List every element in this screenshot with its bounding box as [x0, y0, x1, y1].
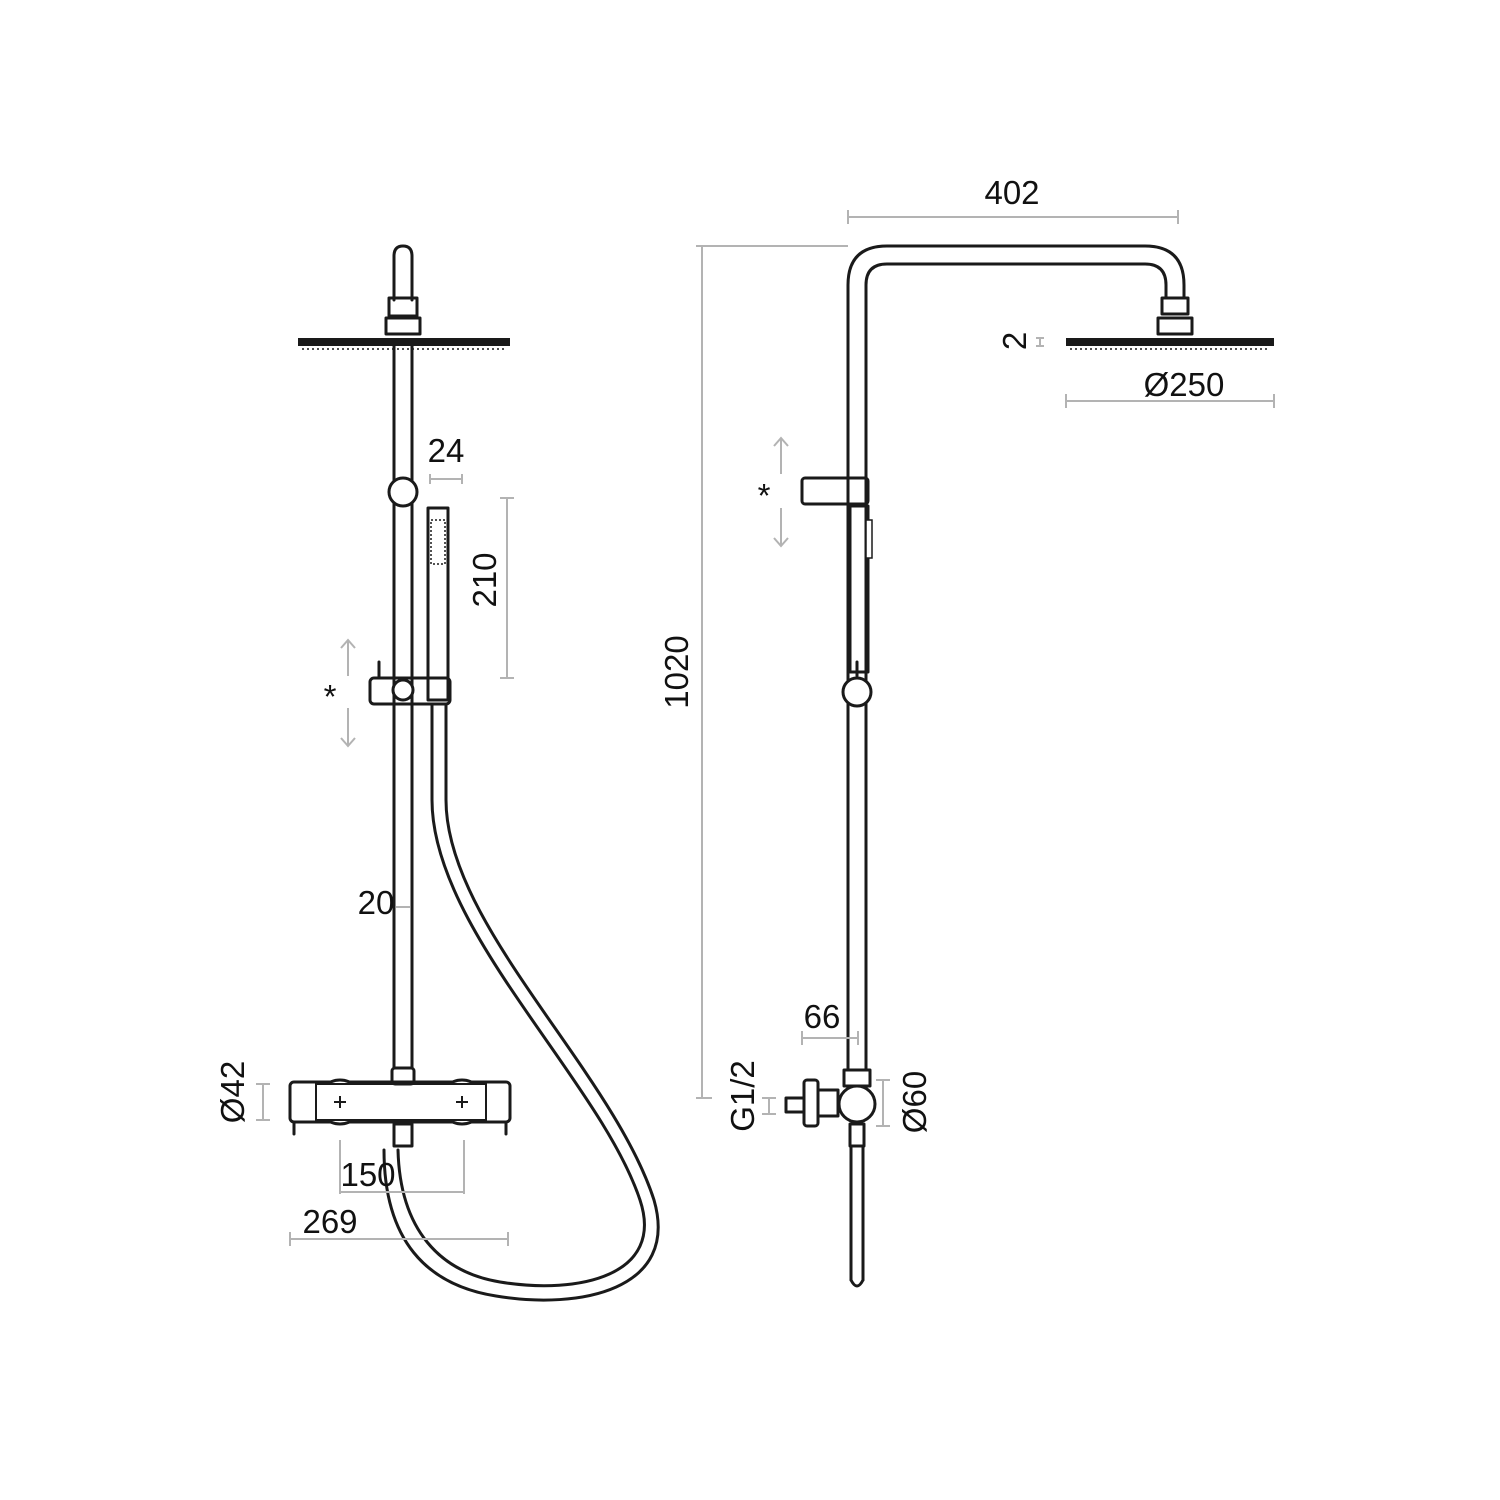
front-head-connector: [387, 296, 419, 318]
dim-centers-line: [339, 1140, 465, 1194]
dim-head-diameter-line: [1065, 394, 1275, 408]
front-rain-head: [298, 338, 510, 346]
dim-pipe-label: 20: [358, 884, 395, 921]
front-slider-ball: [387, 476, 419, 508]
front-slider-holder: [368, 676, 452, 706]
front-mixer-bottom-outlet: [392, 1122, 414, 1148]
side-lower-pipe-end: [849, 1278, 865, 1288]
dim-travel-front-label: *: [324, 678, 337, 715]
dim-thread-line: [762, 1097, 776, 1115]
front-slider-knob: [391, 678, 415, 702]
side-inlet-escutcheon: [802, 1078, 820, 1128]
side-head-connector: [1160, 296, 1190, 316]
front-mixer-top-connector: [390, 1066, 416, 1086]
dim-escutcheon-label: Ø60: [896, 1071, 933, 1133]
side-valve-top: [842, 1068, 872, 1088]
front-hand-shower-nozzles: [430, 519, 446, 565]
side-view: [784, 244, 1274, 1288]
side-rain-head: [1066, 338, 1274, 346]
dim-hand-shower-label: 210: [466, 552, 503, 607]
dim-centers-label: 150: [340, 1156, 395, 1193]
dim-arm-label: 402: [984, 174, 1039, 211]
side-inlet-thread: [784, 1096, 806, 1114]
dim-height-line: [696, 245, 848, 1099]
front-knob-right-mark: [456, 1096, 468, 1108]
side-inlet-nut: [816, 1088, 840, 1118]
dim-knob-label: Ø42: [214, 1061, 251, 1123]
dim-travel-side-arrows: [773, 436, 789, 548]
side-valve-body: [837, 1084, 877, 1124]
side-hand-shower: [848, 504, 870, 674]
dim-head-thickness-label: 2: [996, 332, 1033, 350]
dim-head-thickness-line: [1036, 337, 1044, 347]
dim-head-diameter-label: Ø250: [1144, 366, 1225, 403]
front-knob-left-mark: [334, 1096, 346, 1108]
dim-arm-line: [847, 210, 1179, 224]
front-head-stub: [392, 244, 414, 302]
front-dimensions: 24 210 * 20 Ø42 150 269: [214, 432, 514, 1246]
dim-travel-front-arrows: [340, 638, 356, 748]
front-view: [288, 244, 660, 1302]
dim-travel-side-label: *: [758, 477, 771, 514]
dim-mixer-width-line: [289, 1232, 509, 1246]
side-arm-inner: [864, 262, 1168, 1072]
dim-escutcheon-line: [876, 1079, 890, 1127]
front-hand-shower: [426, 506, 450, 702]
dim-offset-label: 66: [804, 998, 841, 1035]
dim-slider-width-line: [429, 474, 463, 484]
front-hose-outer: [396, 702, 646, 1288]
side-arm-outer: [846, 244, 1186, 1072]
dim-thread-label: G1/2: [724, 1060, 761, 1132]
dim-slider-width-label: 24: [428, 432, 465, 469]
dim-hand-shower-line: [500, 497, 514, 679]
side-slider: [800, 476, 870, 506]
front-head-nut: [384, 316, 422, 336]
dim-height-label: 1020: [658, 635, 695, 708]
dim-mixer-width-label: 269: [302, 1203, 357, 1240]
dim-knob-line: [256, 1083, 270, 1121]
side-hand-shower-nozzles: [865, 519, 873, 559]
side-holder-ball: [841, 676, 873, 708]
side-valve-bottom: [848, 1122, 866, 1148]
front-mixer-body: [288, 1080, 512, 1124]
front-hose-inner: [382, 702, 660, 1302]
side-head-nut: [1156, 316, 1194, 336]
side-dimensions: 402 1020 2 Ø250 * 66 G1/2 Ø60: [658, 174, 1275, 1133]
dim-offset-line: [801, 1031, 859, 1045]
